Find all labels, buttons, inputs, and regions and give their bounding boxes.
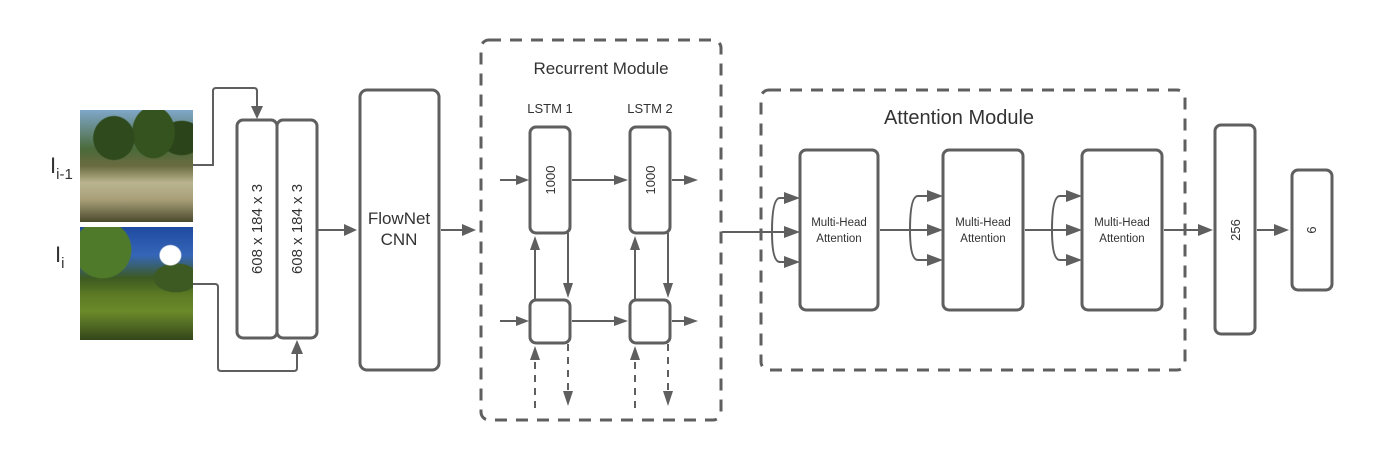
- stack-label-1: 608 x 184 x 3: [249, 184, 266, 274]
- arrowhead: [663, 283, 673, 298]
- flownet-label-line2: CNN: [381, 230, 418, 249]
- fc-6-label: 6: [1304, 226, 1319, 233]
- arrowhead-prev: [251, 106, 263, 119]
- fork-into-mha1: [768, 192, 800, 268]
- mha1-label-line2: Attention: [816, 233, 861, 245]
- arrowhead: [630, 346, 640, 360]
- lstm2-cell-top: [628, 125, 672, 235]
- arrowhead: [614, 175, 628, 185]
- input-image-current: [80, 227, 193, 340]
- mha-block-2: [941, 148, 1025, 312]
- arrowhead: [530, 346, 540, 360]
- lstm2-cell-bottom: [628, 298, 672, 345]
- arrowhead-flownet: [344, 224, 357, 236]
- lstm1-cell-top: [528, 125, 572, 235]
- arrowhead: [614, 316, 628, 326]
- lstm1-cell-bottom: [528, 298, 572, 345]
- fork-into-mha3: [1025, 190, 1082, 266]
- input-label-prev: Ii-1: [50, 153, 73, 183]
- arrowhead: [516, 316, 529, 326]
- arrowhead: [516, 175, 529, 185]
- recurrent-module-title: Recurrent Module: [533, 59, 668, 78]
- connector-prev-to-stack: [193, 87, 258, 166]
- lstm2-title: LSTM 2: [627, 101, 673, 116]
- connector-current-to-stack: [193, 283, 298, 372]
- fc-256-block: [1213, 123, 1257, 336]
- fc-6-block: [1290, 168, 1334, 292]
- mha-block-3: [1080, 148, 1164, 312]
- input-label-current: Ii: [55, 242, 64, 272]
- arrowhead-current: [291, 340, 303, 354]
- mha1-label-line1: Multi-Head: [811, 217, 867, 229]
- arrowhead: [563, 283, 573, 298]
- flownet-label-line1: FlowNet: [368, 209, 431, 228]
- mha2-label-line2: Attention: [960, 233, 1005, 245]
- recurrent-module-container: [479, 38, 723, 422]
- arrowhead-recurrent: [462, 224, 476, 236]
- mha2-label-line1: Multi-Head: [955, 217, 1011, 229]
- arrowhead: [684, 316, 698, 326]
- lstm1-title: LSTM 1: [527, 101, 573, 116]
- arrowhead: [530, 236, 540, 250]
- stack-label-2: 608 x 184 x 3: [289, 184, 306, 274]
- arrowhead: [1274, 224, 1289, 236]
- mha3-label-line2: Attention: [1099, 233, 1144, 245]
- lstm2-units: 1000: [643, 166, 658, 195]
- arrowhead: [630, 236, 640, 250]
- input-image-prev: [80, 110, 193, 222]
- mha-block-1: [798, 148, 880, 312]
- fc-256-label: 256: [1228, 219, 1243, 241]
- attention-module-title: Attention Module: [884, 107, 1034, 129]
- arrowhead: [1198, 224, 1213, 236]
- arrowhead: [663, 391, 673, 406]
- arrowhead: [563, 391, 573, 406]
- lstm1-units: 1000: [543, 166, 558, 195]
- flownet-cnn-block: [358, 88, 441, 372]
- arrowhead: [684, 175, 698, 185]
- mha3-label-line1: Multi-Head: [1094, 217, 1150, 229]
- fork-into-mha2: [880, 190, 943, 266]
